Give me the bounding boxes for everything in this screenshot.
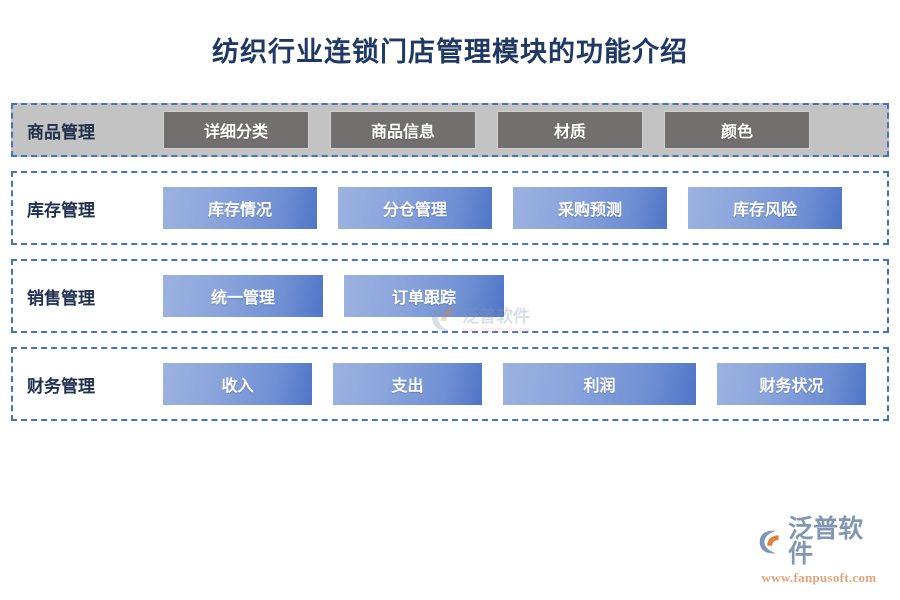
row-sales-management: 销售管理 统一管理 订单跟踪 — [11, 259, 889, 333]
logo-url: www.fanpusoft.com — [761, 570, 877, 585]
button-inventory-risk[interactable]: 库存风险 — [688, 187, 842, 229]
button-financial-status[interactable]: 财务状况 — [717, 363, 866, 405]
row-buttons-finance-management: 收入 支出 利润 财务状况 — [163, 363, 887, 405]
button-purchase-forecast[interactable]: 采购预测 — [513, 187, 667, 229]
row-label-finance-management: 财务管理 — [27, 376, 95, 396]
module-rows: 商品管理 详细分类 商品信息 材质 颜色 库存管理 库存情况 分仓管理 采购预测… — [11, 103, 889, 435]
page-title: 纺织行业连锁门店管理模块的功能介绍 — [212, 37, 688, 67]
row-buttons-inventory-management: 库存情况 分仓管理 采购预测 库存风险 — [163, 187, 887, 229]
button-color[interactable]: 颜色 — [664, 111, 810, 149]
button-expenditure[interactable]: 支出 — [333, 363, 482, 405]
row-inventory-management: 库存管理 库存情况 分仓管理 采购预测 库存风险 — [11, 171, 889, 245]
brand-logo: 泛普软件 www.fanpusoft.com — [756, 517, 882, 586]
button-stock-status[interactable]: 库存情况 — [163, 187, 317, 229]
button-warehouse-management[interactable]: 分仓管理 — [338, 187, 492, 229]
row-finance-management: 财务管理 收入 支出 利润 财务状况 — [11, 347, 889, 421]
logo-row: 泛普软件 — [756, 517, 882, 567]
fanpu-swoosh-icon — [759, 530, 779, 554]
button-unified-management[interactable]: 统一管理 — [163, 275, 323, 317]
button-material[interactable]: 材质 — [497, 111, 643, 149]
button-product-info[interactable]: 商品信息 — [330, 111, 476, 149]
button-profit[interactable]: 利润 — [503, 363, 696, 405]
row-label-product-management: 商品管理 — [27, 122, 95, 142]
button-income[interactable]: 收入 — [163, 363, 312, 405]
button-detailed-category[interactable]: 详细分类 — [163, 111, 309, 149]
row-label-inventory-management: 库存管理 — [27, 200, 95, 220]
row-label-sales-management: 销售管理 — [27, 288, 95, 308]
row-buttons-product-management: 详细分类 商品信息 材质 颜色 — [163, 111, 887, 149]
logo-name: 泛普软件 — [788, 516, 864, 568]
row-buttons-sales-management: 统一管理 订单跟踪 — [163, 275, 887, 317]
button-order-tracking[interactable]: 订单跟踪 — [344, 275, 504, 317]
row-product-management: 商品管理 详细分类 商品信息 材质 颜色 — [11, 103, 889, 157]
